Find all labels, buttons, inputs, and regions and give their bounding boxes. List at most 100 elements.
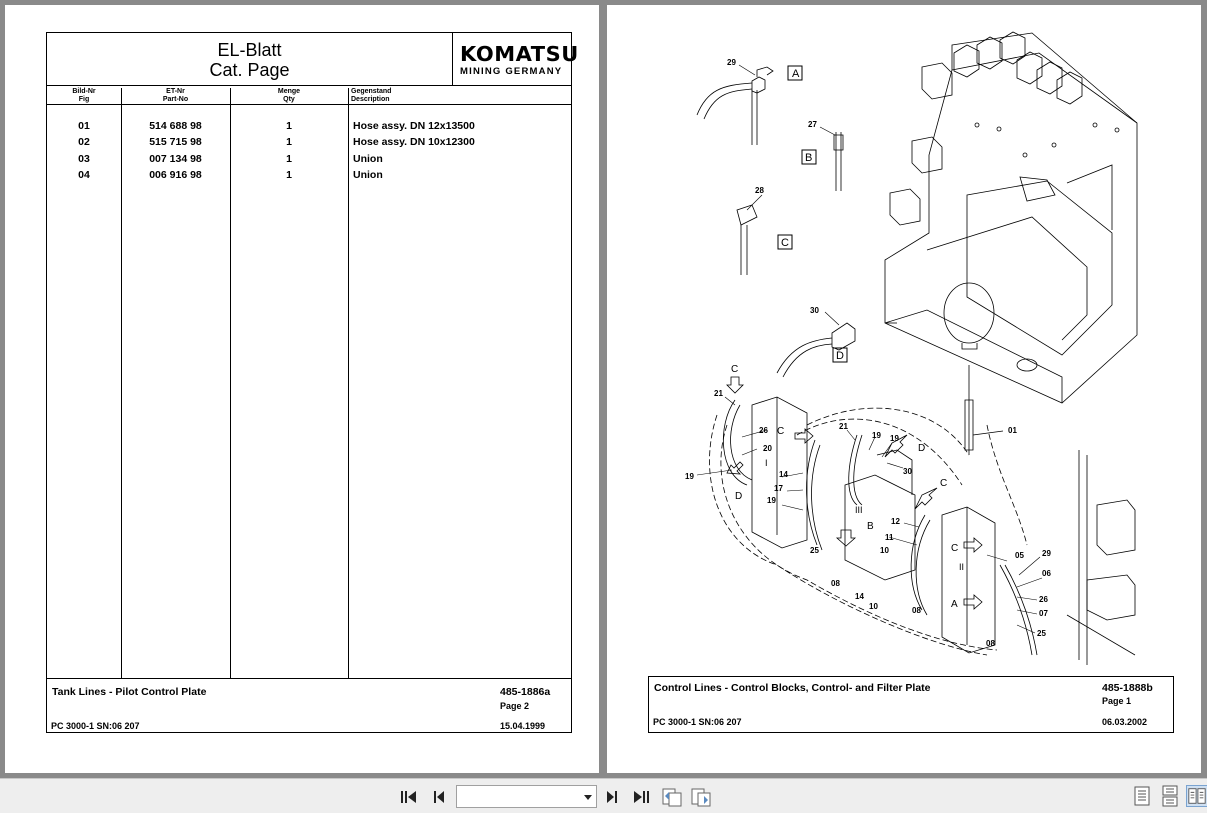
callout-11: 11 <box>885 533 894 542</box>
footer-doc-number: 485-1888b <box>1102 682 1153 694</box>
callout-30b: 30 <box>903 467 912 476</box>
footer-date: 15.04.1999 <box>500 721 546 731</box>
callout-block-iii: III <box>855 505 863 515</box>
callout-26b: 26 <box>1039 595 1048 604</box>
column-header-part: ET-Nr Part-No <box>121 88 230 105</box>
page-header: EL-Blatt Cat. Page KOMATSU MINING GERMAN… <box>47 33 578 86</box>
parts-list-frame: EL-Blatt Cat. Page KOMATSU MINING GERMAN… <box>46 32 578 733</box>
callout-14: 14 <box>779 470 788 479</box>
column-header-qty: Menge Qty <box>230 88 348 105</box>
callout-08b: 08 <box>912 606 921 615</box>
callout-25: 25 <box>810 546 819 555</box>
detail-arrows <box>726 376 983 610</box>
last-page-icon[interactable] <box>632 787 652 807</box>
row-fig: 01 <box>78 120 90 132</box>
go-forward-view-icon[interactable] <box>690 786 712 808</box>
komatsu-logo: KOMATSU MINING GERMANY <box>452 33 578 86</box>
callout-19c: 19 <box>872 431 881 440</box>
footer-machine: PC 3000-1 SN:06 207 <box>653 717 742 727</box>
callout-box-b: B <box>805 152 812 164</box>
callout-29b: 29 <box>1042 549 1051 558</box>
column-header-fig: Bild-Nr Fig <box>47 88 121 105</box>
row-qty: 1 <box>286 169 292 181</box>
continuous-view-icon[interactable] <box>1159 785 1181 807</box>
row-qty: 1 <box>286 153 292 165</box>
column-divider <box>121 88 122 678</box>
row-part: 007 134 98 <box>149 153 202 165</box>
go-back-view-icon[interactable] <box>661 786 683 808</box>
detail-b <box>801 132 844 191</box>
catalog-page-left: EL-Blatt Cat. Page KOMATSU MINING GERMAN… <box>5 5 599 773</box>
callout-d1: D <box>735 491 742 502</box>
col-desc-en: Description <box>351 96 390 103</box>
callout-17: 17 <box>774 484 783 493</box>
callout-box-a: A <box>792 68 800 80</box>
row-qty: 1 <box>286 136 292 148</box>
first-page-icon[interactable] <box>398 787 418 807</box>
footer-machine: PC 3000-1 SN:06 207 <box>51 721 140 731</box>
control-plate-structure <box>884 31 1138 404</box>
row-fig: 04 <box>78 169 90 181</box>
column-divider <box>348 88 349 678</box>
callout-19: 19 <box>685 472 694 481</box>
callout-06: 06 <box>1042 569 1051 578</box>
row-desc: Hose assy. DN 12x13500 <box>353 120 475 132</box>
footer-page: Page 1 <box>1102 696 1132 706</box>
detail-d <box>776 322 856 378</box>
callout-21b: 21 <box>839 422 848 431</box>
hose-01-fitting <box>964 399 974 451</box>
logo-sub-text: MINING GERMANY <box>460 66 563 77</box>
row-desc: Union <box>353 169 383 181</box>
callout-19b: 19 <box>767 496 776 505</box>
title-line-1: EL-Blatt <box>217 40 282 60</box>
callout-14b: 14 <box>855 592 864 601</box>
previous-page-icon[interactable] <box>428 787 448 807</box>
callout-box-d: D <box>836 350 844 362</box>
col-qty-en: Qty <box>283 96 295 103</box>
row-part: 514 688 98 <box>149 120 202 132</box>
callout-12: 12 <box>891 517 900 526</box>
detail-a <box>696 65 803 145</box>
callout-25b: 25 <box>1037 629 1046 638</box>
filter-plate <box>1066 450 1136 665</box>
page-footer: Tank Lines - Pilot Control Plate 485-188… <box>47 678 571 733</box>
callout-21: 21 <box>714 389 723 398</box>
callout-c4: C <box>951 543 958 554</box>
control-hoses <box>709 407 1028 656</box>
callout-05: 05 <box>1015 551 1024 560</box>
page-number-select[interactable] <box>456 785 597 808</box>
title-line-2: Cat. Page <box>209 60 290 80</box>
callout-26: 26 <box>759 426 768 435</box>
callout-10b: 10 <box>869 602 878 611</box>
hydraulic-diagram: 29 A 27 B 28 C 30 D 01 C 21 26 C 20 I 19… <box>685 31 1138 665</box>
callout-box-c: C <box>781 237 789 249</box>
next-page-icon[interactable] <box>603 787 623 807</box>
callout-d2: D <box>918 443 925 454</box>
callout-27: 27 <box>808 120 817 129</box>
callout-30: 30 <box>810 306 819 315</box>
callout-10: 10 <box>880 546 889 555</box>
col-part-en: Part-No <box>162 96 189 103</box>
row-qty: 1 <box>286 120 292 132</box>
footer-date: 06.03.2002 <box>1102 717 1148 727</box>
chevron-down-icon <box>584 795 592 800</box>
callout-a: A <box>951 599 958 610</box>
callout-07: 07 <box>1039 609 1048 618</box>
detail-c <box>736 204 793 275</box>
callout-01: 01 <box>1008 426 1017 435</box>
footer-doc-number: 485-1886a <box>500 686 551 698</box>
column-divider <box>230 88 231 678</box>
footer-title: Control Lines - Control Blocks, Control-… <box>654 682 931 694</box>
page-title: EL-Blatt Cat. Page <box>47 40 452 80</box>
callout-08: 08 <box>831 579 840 588</box>
footer-title: Tank Lines - Pilot Control Plate <box>52 686 207 698</box>
catalog-page-right: 29 A 27 B 28 C 30 D 01 C 21 26 C 20 I 19… <box>607 5 1201 773</box>
two-page-view-icon[interactable] <box>1186 785 1207 807</box>
leader-lines <box>696 64 1043 634</box>
col-desc-de: Gegenstand <box>351 88 392 95</box>
column-header-desc: Gegenstand Description <box>348 88 571 105</box>
single-page-view-icon[interactable] <box>1131 785 1153 807</box>
callout-28: 28 <box>755 186 764 195</box>
row-desc: Union <box>353 153 383 165</box>
col-part-de: ET-Nr <box>166 88 185 95</box>
